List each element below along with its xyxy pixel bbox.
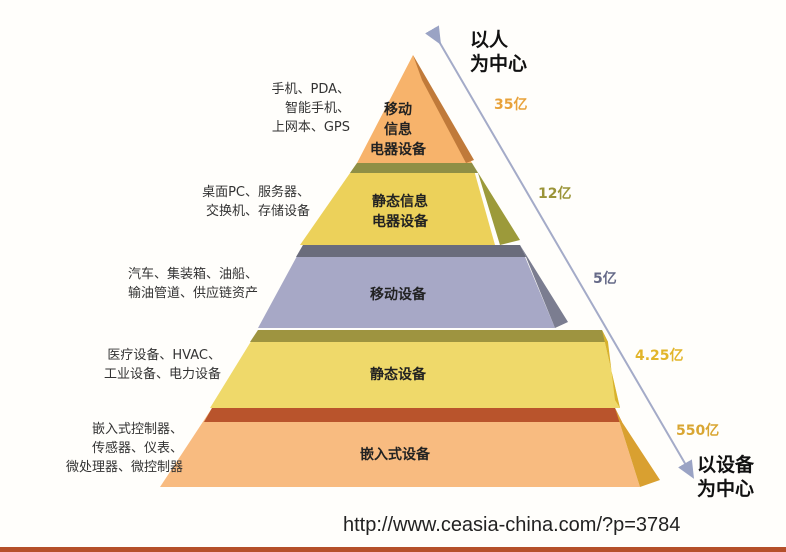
tier-mobile-info <box>357 55 474 163</box>
line: 移动 <box>384 102 412 118</box>
line: 桌面PC、服务器、 <box>202 185 310 200</box>
top-label: 以人 为中心 <box>470 28 527 76</box>
line: 电器设备 <box>372 214 428 230</box>
tier-count: 550亿 <box>676 423 720 439</box>
tier-description: 汽车、集装箱、油船、 输油管道、供应链资产 <box>128 265 258 303</box>
line: 静态信息 <box>372 194 428 210</box>
tier-name: 移动 信息 电器设备 <box>370 100 426 160</box>
line: 微处理器、微控制器 <box>65 460 183 475</box>
line: 传感器、仪表、 <box>91 441 183 456</box>
tier-name: 移动设备 <box>370 285 426 305</box>
tier-static-info <box>300 163 520 245</box>
source-url: http://www.ceasia-china.com/?p=3784 <box>343 514 681 536</box>
direction-arrow <box>425 25 695 479</box>
line: 智能手机、 <box>284 101 350 116</box>
tier-static-devices <box>210 330 620 408</box>
top-label-line: 以人 <box>470 29 509 51</box>
tier-name: 静态设备 <box>370 365 426 385</box>
line: 汽车、集装箱、油船、 <box>127 267 258 282</box>
line: 信息 <box>384 122 412 138</box>
tier-mobile-devices <box>258 245 568 328</box>
tier-count: 12亿 <box>538 186 572 202</box>
tier-name: 静态信息 电器设备 <box>372 192 428 232</box>
line: 嵌入式设备 <box>360 447 430 463</box>
line: 手机、PDA、 <box>271 82 350 97</box>
line: 输油管道、供应链资产 <box>127 286 258 301</box>
tier-name: 嵌入式设备 <box>360 445 430 465</box>
tier-description: 手机、PDA、 智能手机、 上网本、GPS <box>271 80 350 137</box>
tier-count: 4.25亿 <box>635 348 684 364</box>
line: 医疗设备、HVAC、 <box>107 348 221 363</box>
tier-description: 医疗设备、HVAC、 工业设备、电力设备 <box>104 346 221 384</box>
bottom-divider <box>0 547 786 552</box>
line: 移动设备 <box>370 287 426 303</box>
line: 上网本、GPS <box>271 120 350 135</box>
top-label-line: 为中心 <box>470 53 528 75</box>
line: 工业设备、电力设备 <box>103 367 221 382</box>
tier-description: 桌面PC、服务器、 交换机、存储设备 <box>202 183 310 221</box>
bottom-label: 以设备 为中心 <box>697 453 754 501</box>
line: 电器设备 <box>370 142 426 158</box>
tier-embedded <box>160 408 660 487</box>
tier-description: 嵌入式控制器、 传感器、仪表、 微处理器、微控制器 <box>66 420 183 477</box>
bottom-label-line: 以设备 <box>697 454 755 476</box>
line: 交换机、存储设备 <box>205 204 310 219</box>
line: 嵌入式控制器、 <box>91 422 183 437</box>
line: 静态设备 <box>370 367 426 383</box>
tier-count: 35亿 <box>494 97 528 113</box>
bottom-label-line: 为中心 <box>697 478 755 500</box>
tier-count: 5亿 <box>593 271 617 287</box>
